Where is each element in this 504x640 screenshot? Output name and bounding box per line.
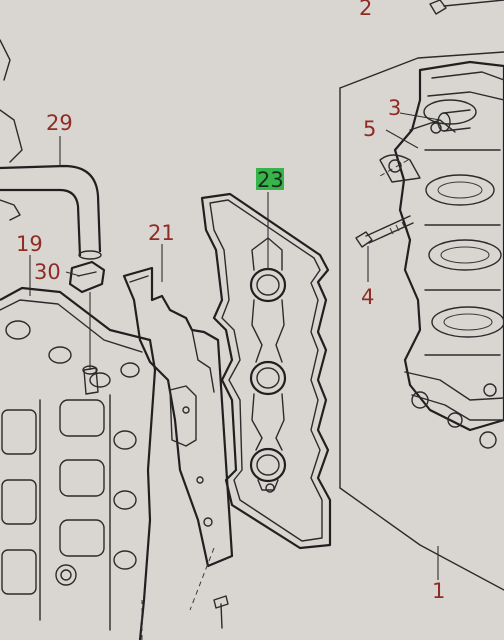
bolt-part-2 (429, 0, 504, 15)
dowel-pin-part-3 (437, 109, 471, 132)
upper-left-fragments (0, 39, 23, 221)
callout-23-highlight (256, 168, 284, 190)
bolt-part-4 (355, 215, 414, 248)
hose-part-29 (0, 164, 102, 260)
callout-1[interactable]: 1 (432, 579, 445, 603)
screw-bottom (213, 595, 229, 629)
callout-19[interactable]: 19 (16, 232, 43, 256)
gasket-part-23 (200, 192, 332, 550)
callout-5[interactable]: 5 (363, 117, 376, 141)
callout-29[interactable]: 29 (46, 111, 73, 135)
callout-23[interactable]: 23 (257, 168, 284, 192)
cylinder-block (339, 51, 504, 591)
clip-part-30 (68, 260, 106, 294)
callout-4[interactable]: 4 (361, 285, 374, 309)
callout-3[interactable]: 3 (388, 96, 401, 120)
callouts: 2 3 5 4 29 23 21 19 30 1 (16, 0, 445, 603)
plate-part-21 (122, 266, 234, 568)
callout-2[interactable]: 2 (359, 0, 372, 20)
callout-21[interactable]: 21 (148, 221, 175, 245)
leader-lines (29, 112, 441, 640)
callout-30[interactable]: 30 (34, 260, 61, 284)
cylinder-head-part-19 (0, 286, 157, 640)
